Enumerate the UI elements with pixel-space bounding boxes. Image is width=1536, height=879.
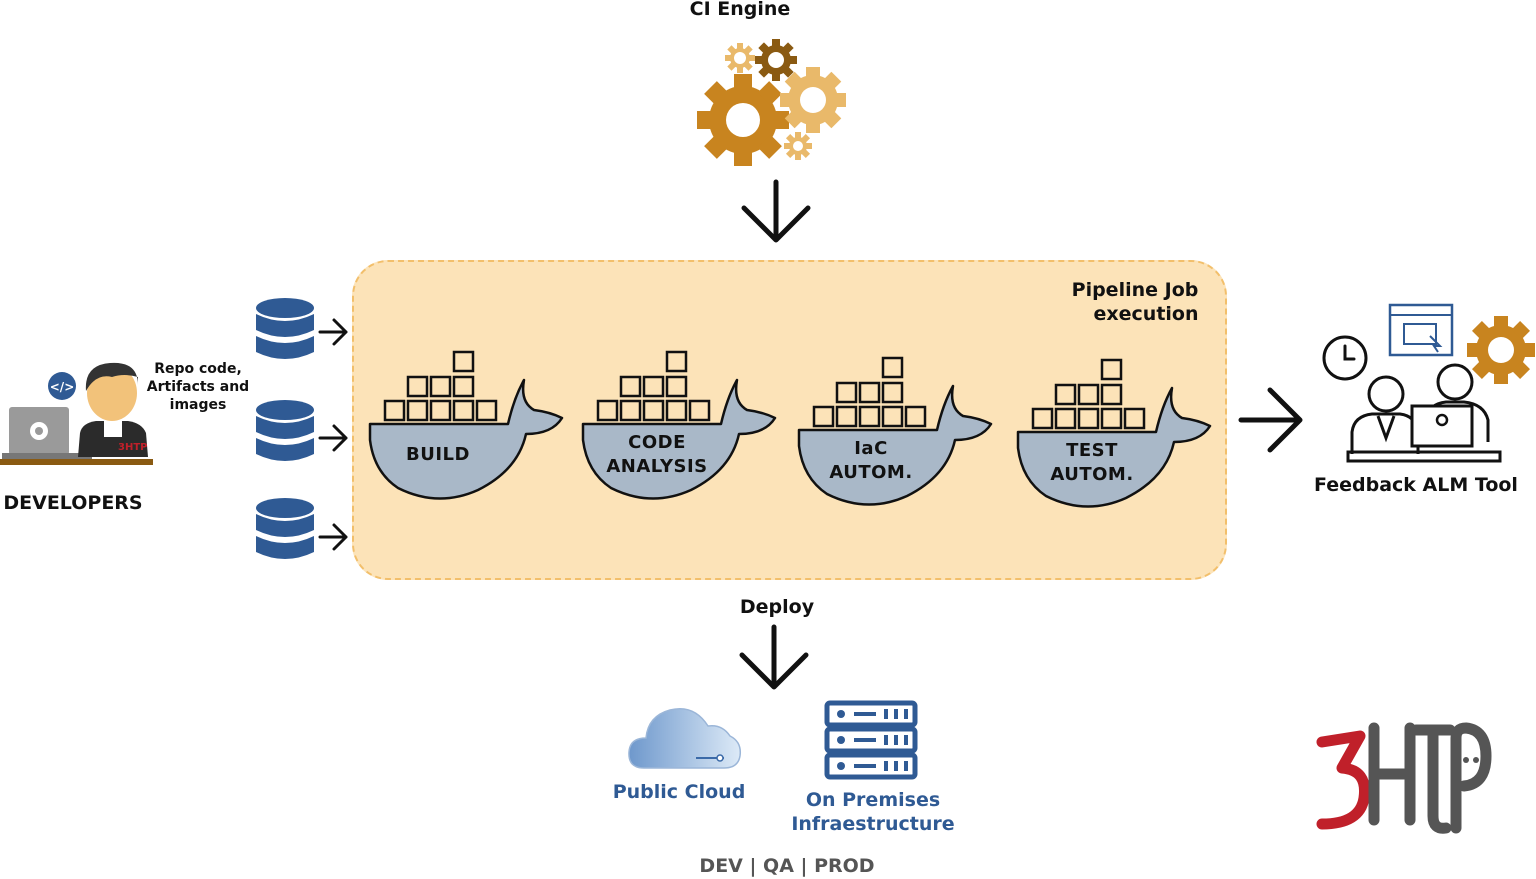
stage-iac-autom [797, 356, 997, 508]
database-icon [255, 498, 317, 564]
stage-test-autom-label: TEST AUTOM. [1027, 439, 1157, 487]
gears-icon [695, 38, 855, 172]
brand-logo [1316, 720, 1492, 842]
public-cloud-label: Public Cloud [612, 781, 746, 803]
arrow-right-icon [318, 523, 350, 555]
cloud-icon [626, 702, 744, 776]
stage-build [368, 350, 568, 502]
stage-label-line1: BUILD [406, 444, 470, 465]
repo-label-line2: Artifacts and [146, 379, 250, 395]
stage-label-line1: IaC [854, 438, 888, 459]
deploy-label: Deploy [739, 596, 815, 618]
stage-code-analysis-label: CODE ANALYSIS [592, 431, 722, 479]
stage-iac-autom-label: IaC AUTOM. [806, 437, 936, 485]
stage-code-analysis [581, 350, 781, 502]
arrow-down-icon [738, 624, 810, 697]
code-badge-icon: </> [47, 371, 77, 405]
stage-label-line2: AUTOM. [1050, 464, 1134, 485]
on-premises-line2: Infraestructure [791, 813, 955, 835]
pipeline-title-line1: Pipeline Job [1071, 279, 1199, 301]
repo-label-line1: Repo code, [154, 361, 242, 377]
stage-build-label: BUILD [380, 443, 496, 467]
svg-text:</>: </> [50, 380, 75, 394]
arrow-right-icon [1238, 385, 1308, 459]
server-icon [824, 700, 918, 786]
stage-label-line2: AUTOM. [829, 462, 913, 483]
arrow-right-icon [318, 424, 350, 456]
svg-text:3HTP: 3HTP [118, 442, 147, 453]
stage-label-line1: CODE [628, 432, 686, 453]
stage-test-autom [1016, 358, 1216, 510]
pipeline-container [352, 260, 1227, 580]
stage-label-line2: ANALYSIS [606, 456, 708, 477]
database-icon [255, 400, 317, 466]
pipeline-title-line2: execution [1093, 303, 1199, 325]
ci-engine-title: CI Engine [689, 0, 791, 20]
repo-label-line3: images [169, 397, 227, 413]
feedback-alm-label: Feedback ALM Tool [1314, 474, 1518, 496]
environments-label: DEV | QA | PROD [699, 855, 875, 877]
developers-label: DEVELOPERS [3, 492, 143, 514]
database-icon [255, 298, 317, 364]
on-premises-line1: On Premises [805, 789, 941, 811]
developer-laptop-icon: 3HTP [0, 355, 160, 474]
arrow-right-icon [318, 318, 350, 350]
stage-label-line1: TEST [1066, 440, 1118, 461]
arrow-down-icon [740, 179, 812, 250]
team-meeting-icon [1312, 302, 1536, 472]
